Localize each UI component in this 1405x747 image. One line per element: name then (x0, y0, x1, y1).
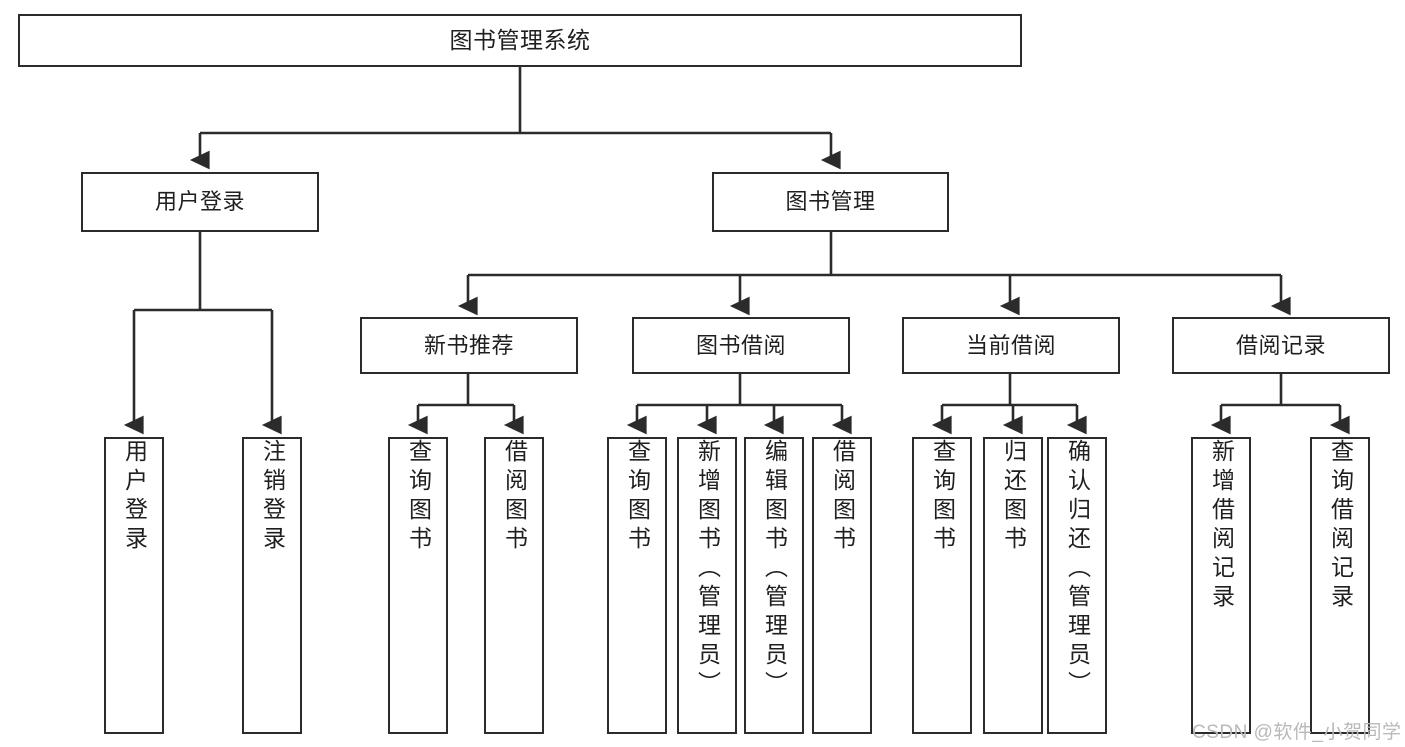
leaf-return-book[interactable]: 归还图书 (983, 437, 1043, 734)
node-label: 新增图书（管理员） (694, 439, 721, 700)
node-label: 注销登录 (259, 439, 286, 555)
node-label: 新书推荐 (423, 332, 514, 358)
node-label: 查询图书 (929, 439, 956, 555)
leaf-borrow-book-recommend[interactable]: 借阅图书 (484, 437, 544, 734)
leaf-user-login[interactable]: 用户登录 (104, 437, 164, 734)
node-current-borrow[interactable]: 当前借阅 (902, 317, 1120, 374)
node-label: 查询图书 (405, 439, 432, 555)
node-label: 当前借阅 (965, 332, 1056, 358)
leaf-add-book-admin[interactable]: 新增图书（管理员） (677, 437, 737, 734)
leaf-query-book-recommend[interactable]: 查询图书 (388, 437, 448, 734)
node-label: 图书借阅 (695, 332, 786, 358)
leaf-borrow-book[interactable]: 借阅图书 (812, 437, 872, 734)
node-label: 编辑图书（管理员） (761, 439, 788, 700)
node-label: 用户登录 (154, 189, 245, 215)
node-label: 借阅图书 (829, 439, 856, 555)
node-borrow-record[interactable]: 借阅记录 (1172, 317, 1390, 374)
node-label: 借阅记录 (1235, 332, 1326, 358)
leaf-edit-book-admin[interactable]: 编辑图书（管理员） (744, 437, 804, 734)
node-label: 借阅图书 (501, 439, 528, 555)
node-label: 图书管理 (785, 189, 876, 215)
leaf-confirm-return-admin[interactable]: 确认归还（管理员） (1047, 437, 1107, 734)
node-root-system[interactable]: 图书管理系统 (18, 14, 1022, 67)
node-label: 查询借阅记录 (1327, 439, 1354, 613)
node-user-login[interactable]: 用户登录 (81, 172, 319, 232)
node-label: 新增借阅记录 (1208, 439, 1235, 613)
node-label: 查询图书 (624, 439, 651, 555)
node-label: 用户登录 (121, 439, 148, 555)
node-book-borrow[interactable]: 图书借阅 (632, 317, 850, 374)
node-label: 确认归还（管理员） (1064, 439, 1091, 700)
leaf-query-book-current[interactable]: 查询图书 (912, 437, 972, 734)
node-new-book-recommend[interactable]: 新书推荐 (360, 317, 578, 374)
leaf-query-book-borrow[interactable]: 查询图书 (607, 437, 667, 734)
node-book-management[interactable]: 图书管理 (712, 172, 949, 232)
node-label: 图书管理系统 (449, 27, 591, 54)
leaf-query-borrow-record[interactable]: 查询借阅记录 (1310, 437, 1370, 734)
watermark-text: CSDN @软件_小贺同学 (1192, 722, 1402, 743)
node-label: 归还图书 (1000, 439, 1027, 555)
leaf-add-borrow-record[interactable]: 新增借阅记录 (1191, 437, 1251, 734)
leaf-logout-login[interactable]: 注销登录 (242, 437, 302, 734)
